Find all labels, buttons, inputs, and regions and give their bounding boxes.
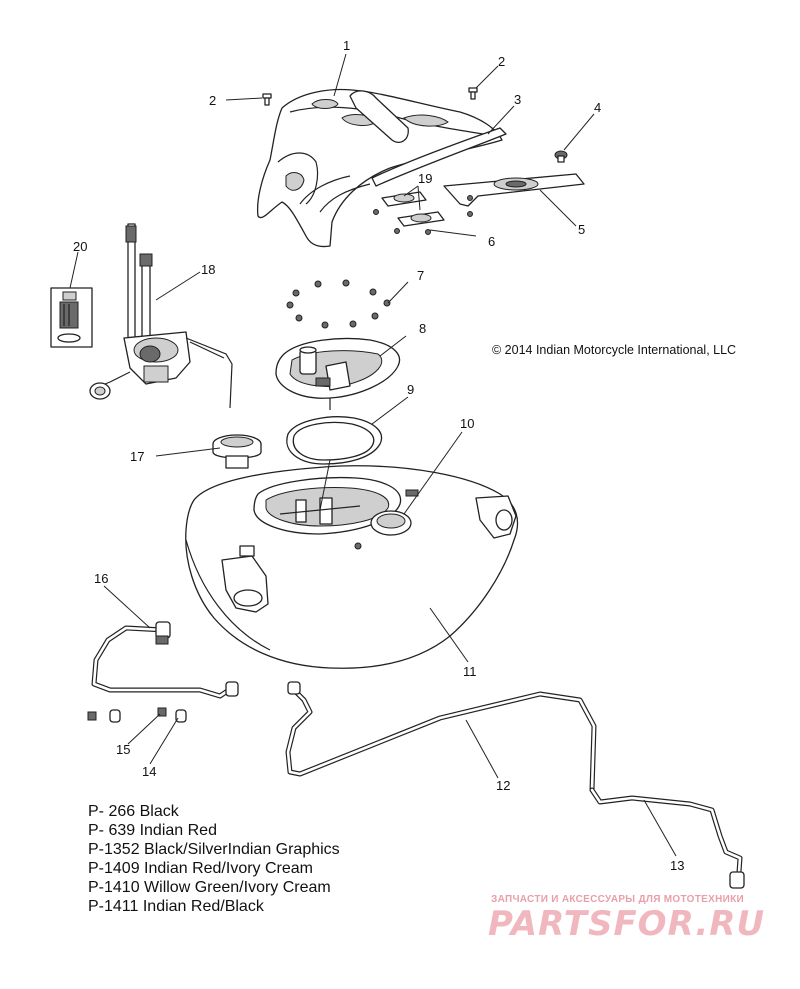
callout-5: 5 [578,222,585,237]
paint-code-legend: P- 266 Black P- 639 Indian Red P-1352 Bl… [88,802,340,916]
callout-8: 8 [419,321,426,336]
part-20-filter-kit [50,287,93,348]
legend-item: P- 266 Black [88,803,179,820]
callout-15: 15 [116,742,130,757]
callout-19: 19 [418,171,432,186]
part-7-nuts [286,279,391,329]
callout-9: 9 [407,382,414,397]
part-8-pump-plate [275,337,401,410]
part-12-vent-hose [285,681,597,793]
callout-4: 4 [594,100,601,115]
callout-13: 13 [670,858,684,873]
part-18-fuel-pump [89,223,233,409]
part-5-bracket [443,173,585,207]
copyright-notice: © 2014 Indian Motorcycle International, … [492,343,737,357]
callout-7: 7 [417,268,424,283]
watermark-logo: PARTSFOR.RU [488,904,766,944]
part-16-fuel-line [91,621,239,699]
callout-20: 20 [73,239,87,254]
callout-14: 14 [142,764,156,779]
part-15-clamps [87,709,121,723]
callout-3: 3 [514,92,521,107]
callout-17: 17 [130,449,144,464]
callout-1: 1 [343,38,350,53]
callout-2-left: 2 [209,93,216,108]
leader-lines [69,53,677,857]
legend-item: P-1409 Indian Red/Ivory Cream [88,860,313,877]
part-2-screw-right [468,87,478,100]
watermark-caption: ЗАПЧАСТИ И АКСЕССУАРЫ ДЛЯ МОТОТЕХНИКИ [491,894,744,905]
part-3-trim-strip [371,127,507,187]
part-10-gauge-cover [370,510,412,536]
part-14-clamps [157,707,187,723]
callout-11: 11 [463,664,477,679]
legend-item: P-1410 Willow Green/Ivory Cream [88,879,331,896]
part-6-screws [373,195,473,235]
callout-2-right: 2 [498,54,505,69]
part-9-gasket [286,416,383,465]
callout-10: 10 [460,416,474,431]
part-2-screw-left [262,93,272,106]
callout-18: 18 [201,262,215,277]
callout-16: 16 [94,571,108,586]
legend-item: P- 639 Indian Red [88,822,217,839]
legend-item: P-1411 Indian Red/Black [88,898,264,915]
callout-12: 12 [496,778,510,793]
legend-item: P-1352 Black/SilverIndian Graphics [88,841,340,858]
part-11-fuel-tank [185,465,519,669]
part-19-grommet-brackets [381,191,445,227]
part-4-fastener [554,150,568,163]
part-13-vent-hose [589,787,745,889]
callout-6: 6 [488,234,495,249]
part-1-console [256,88,503,248]
